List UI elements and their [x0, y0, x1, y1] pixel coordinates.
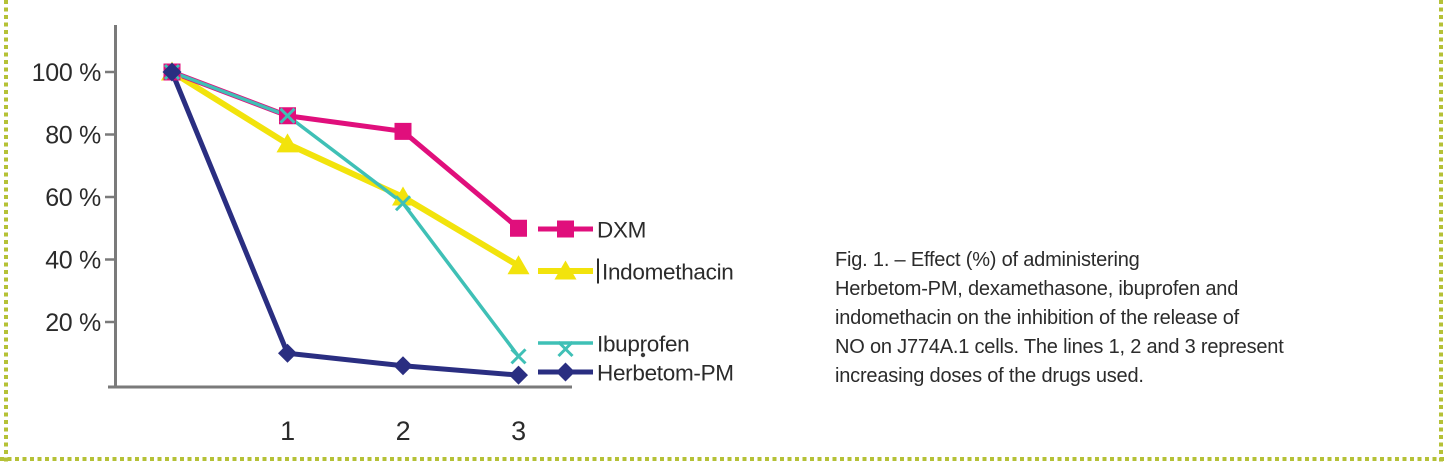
- legend-marker-Indomethacin: [554, 260, 577, 280]
- series-line-Ibuprofen: [171, 70, 520, 358]
- legend-marker-Herbetom-PM: [556, 362, 575, 382]
- series-marker-Herbetom-PM: [509, 365, 528, 385]
- x-tick-label: 2: [396, 416, 411, 446]
- y-tick-label: 60 %: [45, 184, 101, 212]
- series-marker-Herbetom-PM: [162, 62, 182, 82]
- series-line-Herbetom-PM: [169, 71, 519, 378]
- series-marker-Ibuprofen: [279, 107, 296, 124]
- series-marker-Indomethacin: [276, 133, 299, 153]
- x-tick-label: 1: [280, 416, 295, 446]
- legend-label-Ibuprofen: Ibuprofen: [597, 332, 689, 357]
- y-tick-label: 20 %: [45, 309, 101, 337]
- series-marker-DXM: [394, 122, 412, 140]
- legend-label-Indomethacin: Indomethacin: [602, 260, 734, 285]
- caption-line-4: NO on J774A.1 cells. The lines 1, 2 and …: [835, 336, 1284, 358]
- series-marker-Ibuprofen: [394, 195, 412, 212]
- series-marker-Indomethacin: [507, 255, 530, 275]
- y-tick-label: 100 %: [32, 59, 101, 87]
- caption-line-1: Fig. 1. – Effect (%) of administering: [835, 249, 1140, 271]
- dotted-border-right: [1439, 0, 1443, 465]
- series-marker-Herbetom-PM: [393, 356, 413, 376]
- legend-label-Herbetom-PM: Herbetom-PM: [597, 361, 734, 386]
- y-tick-label: 40 %: [45, 247, 101, 275]
- caption-line-5: increasing doses of the drugs used.: [835, 365, 1144, 387]
- dotted-border-bottom: [0, 457, 1445, 461]
- legend-artifact-bar: [597, 258, 599, 284]
- series-marker-Indomethacin: [392, 186, 414, 206]
- x-tick-label: 3: [511, 416, 526, 446]
- line-chart: 100 % 80 % 60 % 40 % 20 % 1 2 3 DXM IndomethacinI…: [32, 25, 734, 446]
- figure-caption: Fig. 1. – Effect (%) of administering He…: [835, 246, 1284, 391]
- legend-artifact-dot: [640, 352, 646, 358]
- dotted-border-left: [4, 0, 8, 465]
- series-marker-DXM: [510, 219, 527, 237]
- series-marker-Herbetom-PM: [278, 343, 297, 363]
- series-marker-Ibuprofen: [510, 348, 527, 365]
- legend-marker-Ibuprofen: [557, 340, 574, 358]
- legend-label-DXM: DXM: [597, 218, 646, 243]
- y-tick-label: 80 %: [45, 122, 101, 150]
- caption-line-2: Herbetom-PM, dexamethasone, ibuprofen an…: [835, 278, 1239, 300]
- caption-line-3: indomethacin on the inhibition of the re…: [835, 307, 1240, 329]
- series-line-Indomethacin: [170, 69, 521, 269]
- legend-marker-DXM: [557, 220, 574, 238]
